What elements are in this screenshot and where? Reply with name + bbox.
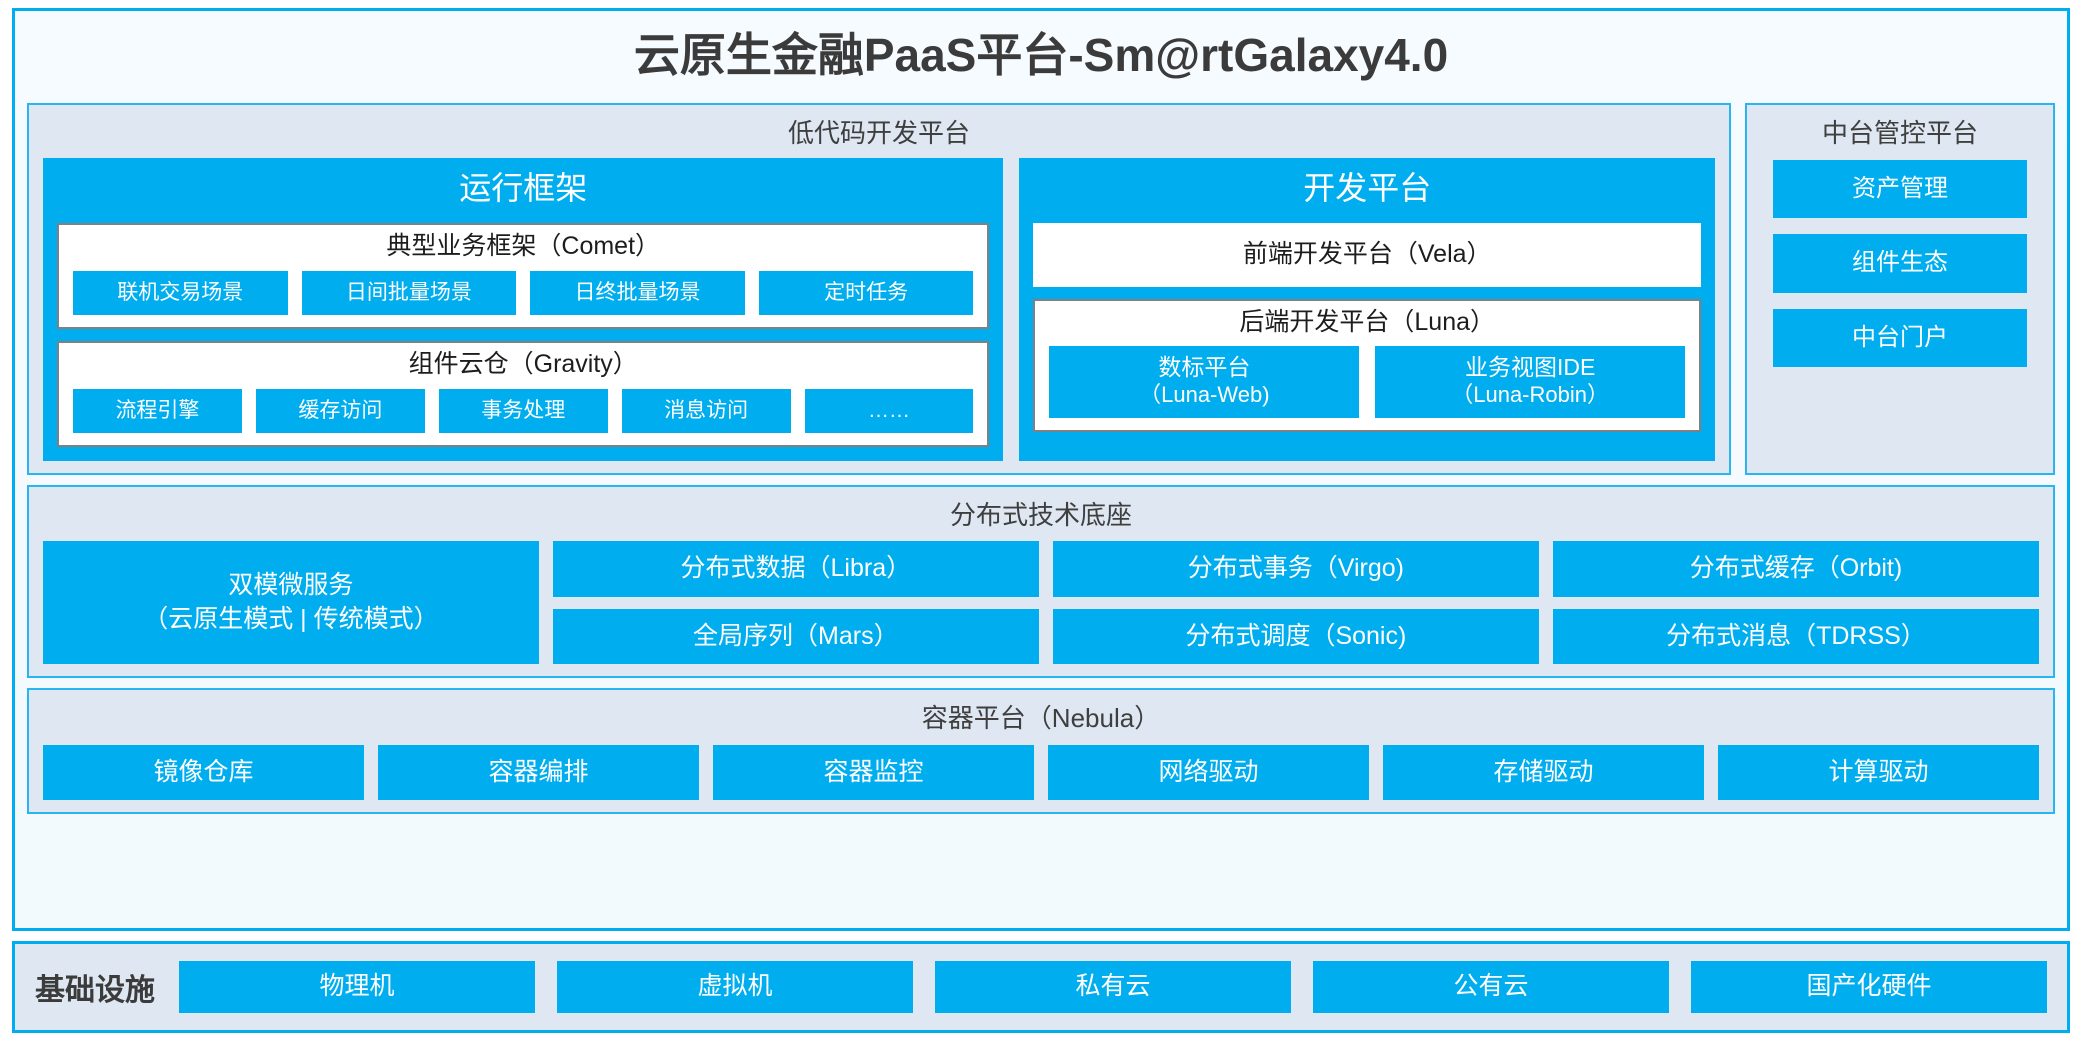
distributed-col-2: 分布式事务（Virgo) 分布式调度（Sonic) [1052, 541, 1539, 665]
gravity-chip-row: 流程引擎 缓存访问 事务处理 消息访问 …… [73, 388, 974, 433]
comet-item-online-trade[interactable]: 联机交易场景 [73, 270, 288, 316]
luna-web-name: 数标平台 [1158, 354, 1251, 381]
infra-item-physical-machine[interactable]: 物理机 [179, 961, 535, 1013]
comet-item-eod-batch[interactable]: 日终批量场景 [530, 270, 745, 316]
distributed-foundation-panel: 分布式技术底座 双模微服务 （云原生模式 | 传统模式） 分布式数据（Libra… [27, 484, 2055, 679]
infra-item-virtual-machine[interactable]: 虚拟机 [557, 961, 913, 1013]
dual-mode-microservice-line2: （云原生模式 | 传统模式） [143, 604, 439, 633]
luna-robin-name: 业务视图IDE [1464, 354, 1596, 381]
development-platform-title: 开发平台 [1303, 169, 1432, 206]
comet-item-scheduled-task[interactable]: 定时任务 [758, 270, 974, 316]
lowcode-platform-panel: 低代码开发平台 运行框架 典型业务框架（Comet） 联机交易场景 日间批量场景… [27, 103, 1731, 475]
distributed-col-1: 分布式数据（Libra） 全局序列（Mars） [552, 541, 1039, 665]
container-item-storage-driver[interactable]: 存储驱动 [1383, 744, 1704, 801]
gravity-item-cache-access[interactable]: 缓存访问 [255, 388, 425, 433]
container-item-orchestration[interactable]: 容器编排 [378, 744, 699, 801]
container-item-compute-driver[interactable]: 计算驱动 [1718, 744, 2039, 801]
comet-box: 典型业务框架（Comet） 联机交易场景 日间批量场景 日终批量场景 定时任务 [57, 223, 990, 330]
distributed-col-3: 分布式缓存（Orbit) 分布式消息（TDRSS） [1552, 541, 2039, 665]
development-platform-card: 开发平台 前端开发平台（Vela） 后端开发平台（Luna） 数标平台 （Lun… [1019, 157, 1715, 461]
platform-main-card: 云原生金融PaaS平台-Sm@rtGalaxy4.0 低代码开发平台 运行框架 … [12, 8, 2070, 931]
control-item-component-ecosystem[interactable]: 组件生态 [1773, 234, 2027, 293]
infra-item-domestic-hardware[interactable]: 国产化硬件 [1691, 961, 2047, 1013]
container-platform-row: 镜像仓库 容器编排 容器监控 网络驱动 存储驱动 计算驱动 [43, 743, 2039, 801]
dual-mode-microservice-line1: 双模微服务 [228, 571, 354, 600]
comet-chip-row: 联机交易场景 日间批量场景 日终批量场景 定时任务 [73, 270, 974, 316]
control-platform-list: 资产管理 组件生态 中台门户 [1761, 158, 2039, 461]
infrastructure-items: 物理机 虚拟机 私有云 公有云 国产化硬件 [179, 961, 2047, 1013]
container-platform-title: 容器平台（Nebula） [921, 703, 1161, 734]
runtime-framework-card: 运行框架 典型业务框架（Comet） 联机交易场景 日间批量场景 日终批量场景 … [43, 157, 1004, 461]
global-sequence-mars[interactable]: 全局序列（Mars） [552, 608, 1039, 665]
infra-item-public-cloud[interactable]: 公有云 [1313, 961, 1669, 1013]
backend-platform-luna-title: 后端开发平台（Luna） [1239, 307, 1496, 336]
comet-item-intraday-batch[interactable]: 日间批量场景 [301, 270, 517, 316]
distributed-scheduling-sonic[interactable]: 分布式调度（Sonic) [1052, 608, 1539, 665]
luna-chip-row: 数标平台 （Luna-Web) 业务视图IDE （Luna-Robin） [1049, 346, 1685, 418]
gravity-item-more[interactable]: …… [804, 388, 974, 433]
dual-mode-microservice-cell[interactable]: 双模微服务 （云原生模式 | 传统模式） [43, 541, 539, 665]
luna-item-luna-robin[interactable]: 业务视图IDE （Luna-Robin） [1375, 346, 1685, 418]
container-platform-panel: 容器平台（Nebula） 镜像仓库 容器编排 容器监控 网络驱动 存储驱动 计算… [27, 688, 2055, 815]
control-item-portal[interactable]: 中台门户 [1773, 308, 2027, 368]
top-row: 低代码开发平台 运行框架 典型业务框架（Comet） 联机交易场景 日间批量场景… [27, 103, 2055, 475]
gravity-item-message-access[interactable]: 消息访问 [621, 388, 791, 433]
container-item-network-driver[interactable]: 网络驱动 [1048, 744, 1369, 801]
gravity-item-process-engine[interactable]: 流程引擎 [73, 388, 242, 433]
distributed-cache-orbit[interactable]: 分布式缓存（Orbit) [1552, 541, 2039, 597]
control-platform-panel: 中台管控平台 资产管理 组件生态 中台门户 [1745, 103, 2055, 475]
infra-item-private-cloud[interactable]: 私有云 [935, 961, 1291, 1013]
lowcode-platform-body: 运行框架 典型业务框架（Comet） 联机交易场景 日间批量场景 日终批量场景 … [43, 157, 1715, 461]
luna-item-luna-web[interactable]: 数标平台 （Luna-Web) [1049, 346, 1360, 418]
luna-robin-code: （Luna-Robin） [1451, 381, 1609, 407]
container-item-image-registry[interactable]: 镜像仓库 [43, 744, 364, 801]
runtime-framework-title: 运行框架 [459, 169, 588, 206]
container-item-monitoring[interactable]: 容器监控 [713, 744, 1034, 801]
gravity-box: 组件云仓（Gravity） 流程引擎 缓存访问 事务处理 消息访问 …… [57, 341, 990, 447]
page-title: 云原生金融PaaS平台-Sm@rtGalaxy4.0 [633, 29, 1449, 81]
distributed-grid: 双模微服务 （云原生模式 | 传统模式） 分布式数据（Libra） 全局序列（M… [43, 539, 2039, 665]
lowcode-platform-title: 低代码开发平台 [787, 118, 970, 149]
dual-mode-microservice-col: 双模微服务 （云原生模式 | 传统模式） [43, 541, 539, 665]
control-platform-title: 中台管控平台 [1821, 118, 1978, 149]
gravity-title: 组件云仓（Gravity） [408, 350, 638, 379]
distributed-foundation-title: 分布式技术底座 [949, 499, 1132, 530]
infrastructure-bar: 基础设施 物理机 虚拟机 私有云 公有云 国产化硬件 [12, 941, 2070, 1033]
comet-title: 典型业务框架（Comet） [386, 232, 661, 261]
control-item-asset-management[interactable]: 资产管理 [1773, 159, 2027, 219]
infrastructure-label: 基础设施 [35, 974, 155, 1007]
luna-web-code: （Luna-Web) [1139, 381, 1270, 407]
gravity-item-transaction[interactable]: 事务处理 [438, 388, 608, 433]
distributed-message-tdrss[interactable]: 分布式消息（TDRSS） [1552, 608, 2039, 665]
distributed-transaction-virgo[interactable]: 分布式事务（Virgo) [1052, 541, 1539, 597]
backend-platform-luna-box: 后端开发平台（Luna） 数标平台 （Luna-Web) 业务视图IDE （Lu… [1033, 298, 1701, 432]
distributed-data-libra[interactable]: 分布式数据（Libra） [552, 541, 1039, 597]
frontend-platform-vela[interactable]: 前端开发平台（Vela） [1033, 223, 1701, 287]
